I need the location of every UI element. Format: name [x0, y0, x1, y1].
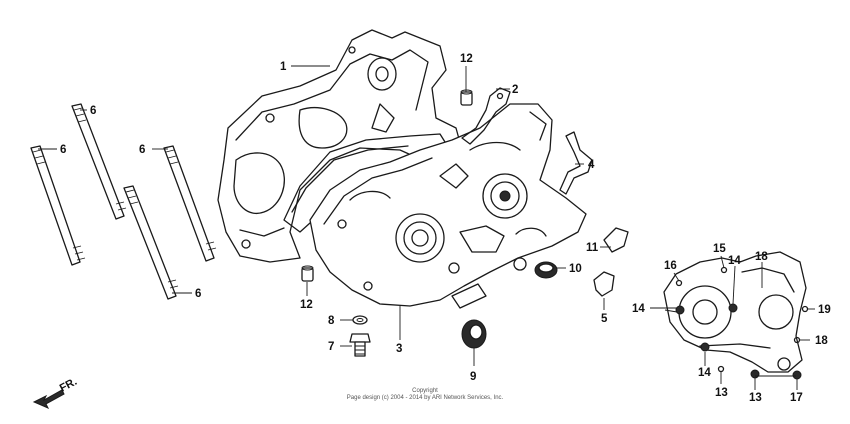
callout-18-b[interactable]: 18: [815, 335, 828, 347]
callout-12-top[interactable]: 12: [460, 53, 473, 65]
callout-18-a[interactable]: 18: [755, 251, 768, 263]
clamp-part-11[interactable]: [603, 227, 629, 253]
left-crankcase[interactable]: [217, 29, 463, 263]
stud-bolt-1[interactable]: [30, 145, 86, 266]
leader-lines: [38, 65, 815, 390]
callout-4[interactable]: 4: [588, 159, 595, 171]
callout-6-d[interactable]: 6: [195, 288, 201, 300]
clamp-part-5[interactable]: [593, 271, 615, 297]
cover-fasteners: [675, 266, 809, 380]
callout-5[interactable]: 5: [601, 313, 608, 325]
callout-6-a[interactable]: 6: [90, 105, 96, 117]
stud-bolt-2[interactable]: [71, 103, 127, 220]
bracket-part-2[interactable]: [461, 87, 511, 145]
copyright-line-2: Page design (c) 2004 - 2014 by ARI Netwo…: [346, 395, 504, 401]
callout-16[interactable]: 16: [664, 260, 677, 272]
callout-14-c[interactable]: 14: [698, 367, 711, 379]
callout-12-bottom[interactable]: 12: [300, 299, 313, 311]
callout-1[interactable]: 1: [280, 61, 287, 73]
callout-13-b[interactable]: 13: [749, 392, 762, 404]
callout-14-b[interactable]: 14: [632, 303, 645, 315]
callout-19[interactable]: 19: [818, 304, 831, 316]
callout-15[interactable]: 15: [713, 243, 726, 255]
callout-17[interactable]: 17: [790, 392, 803, 404]
dowel-pin-top[interactable]: [460, 89, 473, 106]
dowel-pin-bottom[interactable]: [301, 265, 314, 282]
callout-13-a[interactable]: 13: [715, 387, 728, 399]
callout-2[interactable]: 2: [512, 84, 518, 96]
callout-9[interactable]: 9: [470, 371, 476, 383]
callout-10[interactable]: 10: [569, 263, 582, 275]
stud-bolt-3[interactable]: [163, 145, 217, 262]
front-direction-arrow: FR.: [32, 376, 79, 409]
callout-7[interactable]: 7: [328, 341, 334, 353]
callout-3[interactable]: 3: [396, 343, 402, 355]
callout-8[interactable]: 8: [328, 315, 335, 327]
right-crankcase[interactable]: [309, 103, 587, 309]
oil-seal-part-10[interactable]: [534, 261, 558, 279]
callout-labels: 1 12 2 4 6 6 6 6 12 11 10 5 8 7 3 9 16 1…: [60, 53, 831, 404]
callout-6-b[interactable]: 6: [60, 144, 66, 156]
bearing-part-9[interactable]: [461, 319, 487, 349]
copyright-notice: Copyright Page design (c) 2004 - 2014 by…: [300, 388, 550, 402]
drain-bolt-part-7[interactable]: [349, 333, 371, 357]
copyright-line-1: Copyright: [412, 388, 438, 394]
stud-bolt-4[interactable]: [123, 185, 179, 300]
callout-11[interactable]: 11: [586, 242, 599, 254]
washer-part-8[interactable]: [352, 315, 368, 325]
fr-label: FR.: [58, 376, 79, 395]
callout-6-c[interactable]: 6: [139, 144, 145, 156]
callout-14-a[interactable]: 14: [728, 255, 741, 267]
